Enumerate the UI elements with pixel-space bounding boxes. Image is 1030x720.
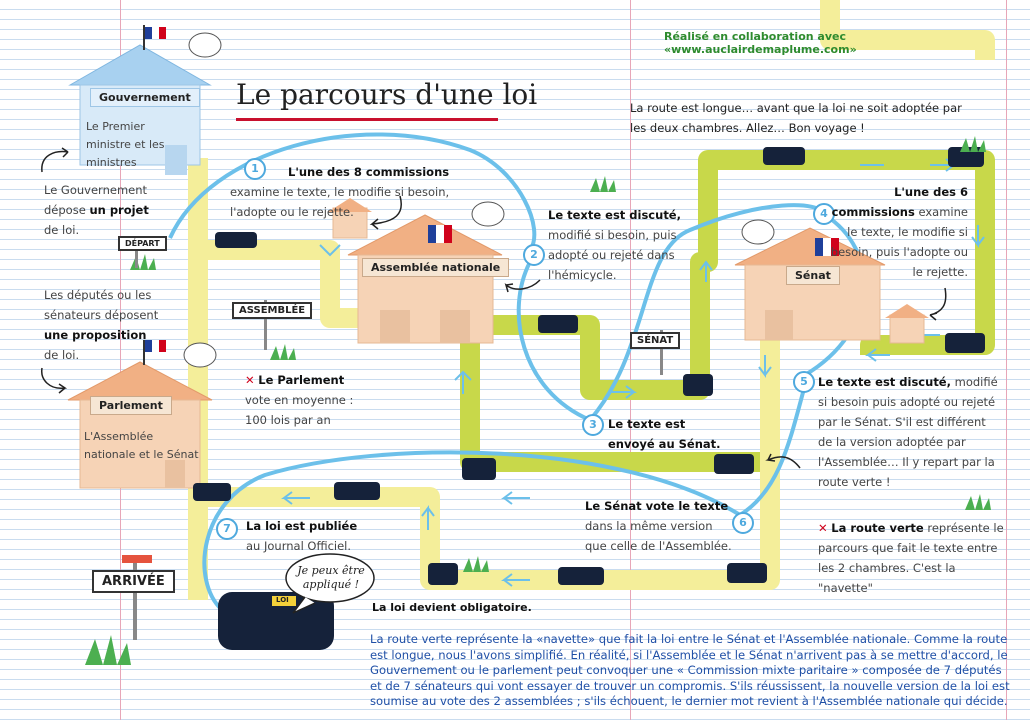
arrivee-sign-top <box>122 555 152 563</box>
car <box>428 563 458 585</box>
parlement-vote-text: vote en moyenne : 100 lois par an <box>245 393 354 427</box>
car <box>538 315 578 333</box>
car <box>727 563 767 583</box>
parlement-vote-bold: Le Parlement <box>258 373 345 387</box>
car <box>558 567 604 585</box>
deputes-note-bold: une proposition <box>44 328 147 342</box>
step-badge-7: 7 <box>216 518 238 540</box>
step6-rest: dans la même version que celle de l'Asse… <box>585 519 732 553</box>
parlement-label: Parlement <box>90 396 172 415</box>
step1-bold: L'une des 8 commissions <box>288 165 450 179</box>
gov-note-bold: un projet <box>89 203 149 217</box>
top-right-note: La route est longue… avant que la loi ne… <box>630 101 962 135</box>
notebook-margin-line <box>630 0 631 720</box>
step4-rest: examine le texte, le modifie si besoin, … <box>830 205 968 279</box>
step6-text: Le Sénat vote le texte dans la même vers… <box>585 496 735 556</box>
step4-bold: L'une des 6 commissions <box>831 185 968 219</box>
parlement-desc: L'Assemblée nationale et le Sénat <box>84 430 199 461</box>
assemblee-label: Assemblée nationale <box>362 258 510 277</box>
step-badge-3: 3 <box>582 414 604 436</box>
car <box>714 454 754 474</box>
arrivee-sign: ARRIVÉE <box>92 570 175 593</box>
gouvernement-label: Gouvernement <box>90 88 200 107</box>
step1-text: L'une des 8 commissions examine le texte… <box>230 162 455 222</box>
speech-bubble-text: Je peux être appliqué ! <box>297 564 365 591</box>
step6-bold: Le Sénat vote le texte <box>585 499 729 513</box>
senat-sign: SÉNAT <box>630 332 681 349</box>
clouds <box>183 32 775 368</box>
step7-rest: au Journal Officiel. <box>246 539 352 553</box>
obligatoire-text: La loi devient obligatoire. <box>372 601 532 614</box>
cross-icon: ✕ <box>245 373 255 387</box>
gouvernement-desc: Le Premier ministre et les ministres <box>86 120 165 169</box>
car <box>763 147 805 165</box>
step3-bold: Le texte est envoyé au Sénat. <box>608 417 721 451</box>
bottom-note: La route verte représente la «navette» q… <box>370 632 1010 708</box>
gov-note-end: de loi. <box>44 223 80 237</box>
credit-line: Réalisé en collaboration avec «www.aucla… <box>664 30 857 56</box>
step7-bold: La loi est publiée <box>246 519 358 533</box>
page-title: Le parcours d'une loi <box>236 78 538 111</box>
title-underline <box>236 118 498 121</box>
car <box>683 374 713 396</box>
step2-text: Le texte est discuté, modifié si besoin,… <box>548 205 693 285</box>
step1-rest: examine le texte, le modifie si besoin, … <box>230 185 450 219</box>
car <box>193 483 231 501</box>
taxi-roof-sign <box>272 596 296 606</box>
cross-icon: ✕ <box>818 521 828 535</box>
blue-path <box>168 132 866 612</box>
senat-label: Sénat <box>786 266 840 285</box>
car <box>215 232 257 248</box>
step-badge-2: 2 <box>523 244 545 266</box>
step-badge-5: 5 <box>793 371 815 393</box>
step-badge-4: 4 <box>813 203 835 225</box>
gov-note-text: Le Gouvernement dépose <box>44 183 148 217</box>
car <box>334 482 380 500</box>
step2-bold: Le texte est discuté, <box>548 208 681 222</box>
step-badge-1: 1 <box>244 158 266 180</box>
assemblee-sign: ASSEMBLÉE <box>232 302 313 319</box>
depart-sign: DÉPART <box>118 236 167 251</box>
parlement-vote-note: ✕ Le Parlement vote en moyenne : 100 loi… <box>245 370 365 430</box>
deputes-note-end: de loi. <box>44 348 80 362</box>
notebook-margin-line <box>1006 0 1007 720</box>
car <box>462 458 496 480</box>
step2-rest: modifié si besoin, puis adopté ou rejeté… <box>548 228 677 282</box>
step3-text: Le texte est envoyé au Sénat. <box>608 414 728 454</box>
car <box>945 333 985 353</box>
route-verte-rest: représente le parcours que fait le texte… <box>818 521 1004 595</box>
step-badge-6: 6 <box>732 512 754 534</box>
step4-text: L'une des 6 commissions examine le texte… <box>818 182 968 282</box>
sign-posts <box>133 240 663 640</box>
deputes-note-text: Les députés ou les sénateurs déposent <box>44 288 159 322</box>
route-verte-text: ✕ La route verte représente le parcours … <box>818 518 1008 598</box>
step5-text: Le texte est discuté, modifié si besoin … <box>818 372 1003 492</box>
step5-rest: modifié si besoin puis adopté ou rejeté … <box>818 375 998 489</box>
step7-text: La loi est publiée au Journal Officiel. <box>246 516 366 556</box>
speech-bubble <box>285 553 375 603</box>
pointer-arrows <box>41 147 947 469</box>
deputes-note: Les députés ou les sénateurs déposent un… <box>44 285 159 365</box>
step5-bold: Le texte est discuté, <box>818 375 951 389</box>
route-verte-bold: La route verte <box>831 521 924 535</box>
gouvernement-note: Le Gouvernement dépose un projet de loi. <box>44 180 154 240</box>
taxi-loi-label: LOI <box>276 596 289 604</box>
notebook-margin-line <box>120 0 121 720</box>
